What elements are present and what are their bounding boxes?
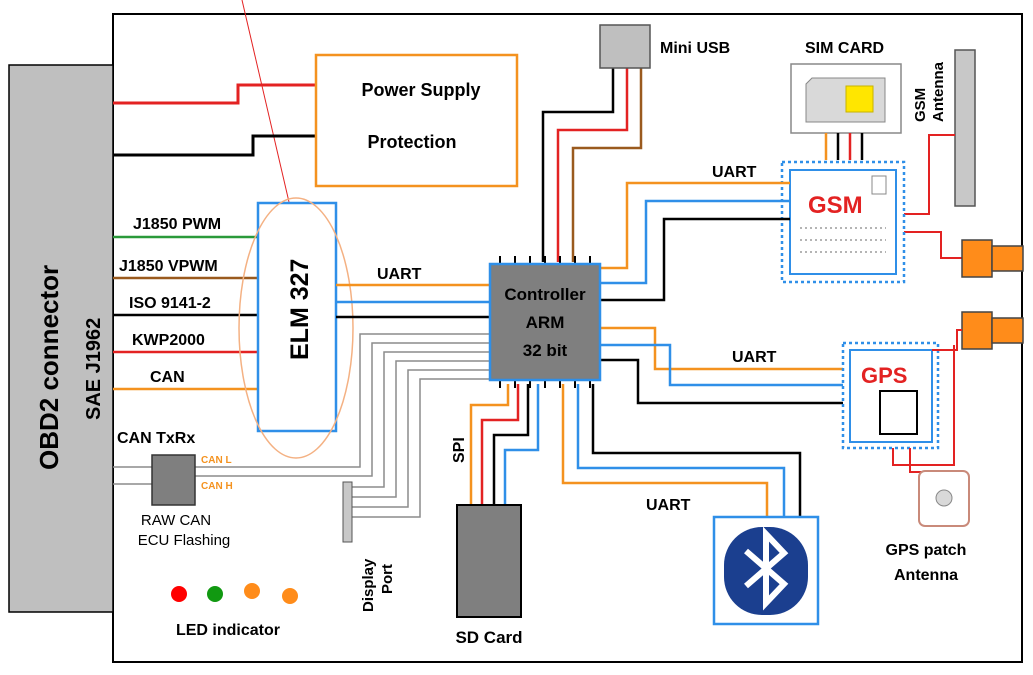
controller-bits-label: 32 bit <box>523 341 568 360</box>
led-orange-2 <box>282 588 298 604</box>
gps-chip <box>879 390 918 435</box>
pointer-line <box>241 0 290 203</box>
raw-can-label: RAW CAN <box>141 512 211 529</box>
controller-chip <box>488 262 602 382</box>
led-red <box>171 586 187 602</box>
sim-wires <box>824 133 864 160</box>
uart-label-gps: UART <box>732 349 777 366</box>
can-h-label: CAN H <box>201 481 233 492</box>
elm327-box <box>256 201 338 433</box>
elm327-label: ELM 327 <box>286 259 314 360</box>
gsm-antenna-wires <box>904 134 962 259</box>
led-indicator-label: LED indicator <box>176 622 280 639</box>
sd-card-label: SD Card <box>455 628 522 647</box>
protocol-kwp2000: KWP2000 <box>132 332 205 349</box>
protocol-j1850-vpwm: J1850 VPWM <box>119 258 218 275</box>
gps-label: GPS <box>861 363 907 388</box>
uart-label-bt: UART <box>646 497 691 514</box>
controller-arm-label: ARM <box>526 313 565 332</box>
gsm-antenna-label-1: GSM <box>912 88 929 122</box>
obd2-connector-standard: SAE J1962 <box>83 318 105 420</box>
gps-patch-label-1: GPS patch <box>886 542 967 559</box>
sma-connector-gsm <box>961 239 993 278</box>
display-label: Display <box>360 558 377 612</box>
mini-usb-port <box>599 24 651 69</box>
protection-label: Protection <box>367 132 456 152</box>
gps-patch-label-2: Antenna <box>894 567 958 584</box>
gsm-antenna-label-2: Antenna <box>930 61 947 122</box>
power-wires <box>113 83 316 157</box>
spi-wires <box>469 384 540 505</box>
protocol-can: CAN <box>150 369 185 386</box>
can-txrx-chip <box>151 454 196 506</box>
controller-gps-wires <box>601 326 850 405</box>
uart-label-elm: UART <box>377 266 422 283</box>
protocol-j1850-pwm: J1850 PWM <box>133 216 221 233</box>
grey-wires <box>195 333 490 518</box>
protocol-iso-9141: ISO 9141-2 <box>129 295 211 312</box>
gsm-component <box>871 175 887 195</box>
led-green <box>207 586 223 602</box>
power-supply-label: Power Supply <box>361 80 480 100</box>
can-l-label: CAN L <box>201 455 232 466</box>
sim-card-label: SIM CARD <box>805 40 884 57</box>
mini-usb-label: Mini USB <box>660 40 730 57</box>
spi-label: SPI <box>451 437 468 463</box>
ecu-flashing-label: ECU Flashing <box>138 532 231 549</box>
elm-controller-wires <box>336 283 490 319</box>
bluetooth-wires <box>561 384 802 517</box>
protocol-wires <box>113 235 258 391</box>
gsm-antenna <box>954 49 976 207</box>
mini-usb-wires <box>541 68 643 262</box>
gsm-label: GSM <box>808 192 863 219</box>
elm327-highlight-ellipse <box>238 197 354 459</box>
sma-connector-gps-body <box>991 317 1024 344</box>
sma-connector-gps <box>961 311 993 350</box>
sd-card <box>456 504 522 618</box>
led-orange-1 <box>244 583 260 599</box>
gsm-pin-grid <box>800 227 886 253</box>
power-supply-box <box>314 53 519 188</box>
gps-patch-feed <box>935 489 953 507</box>
display-port-connector <box>342 481 353 543</box>
controller-gsm-wires <box>601 181 790 302</box>
uart-label-gsm: UART <box>712 164 757 181</box>
sim-chip <box>845 85 874 113</box>
controller-label: Controller <box>504 285 586 304</box>
obd2-connector-body <box>8 64 114 613</box>
bluetooth-icon <box>724 526 808 615</box>
port-label: Port <box>379 564 396 594</box>
obd2-connector-title: OBD2 connector <box>34 265 64 470</box>
can-txrx-label: CAN TxRx <box>117 430 195 447</box>
sma-connector-gsm-body <box>991 245 1024 272</box>
can-txrx-wires <box>113 466 152 485</box>
